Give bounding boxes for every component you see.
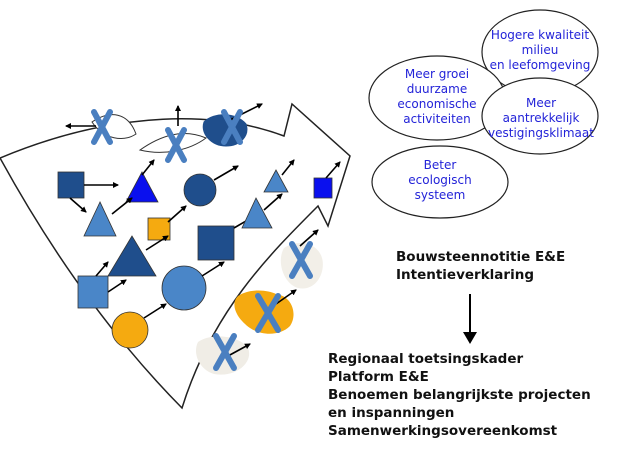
text-block-top: Bouwsteennotitie E&E Intentieverklaring [396, 248, 565, 284]
x-cross-icon [213, 333, 237, 371]
block-bottom-line: Platform E&E [328, 369, 429, 385]
x-cross-icon [255, 293, 281, 333]
ellipse-text-line: Hogere kwaliteit [490, 28, 590, 42]
shape-arrow [201, 261, 225, 277]
blue-triangle-shape [125, 171, 159, 203]
steel-triangle-shape [83, 201, 117, 237]
shape-arrow [143, 303, 167, 319]
navy-circle-shape [183, 173, 217, 207]
ellipse-text-line: en leefomgeving [489, 58, 591, 72]
ellipse-label-meer-groei: Meer groei duurzame economische activite… [385, 67, 489, 127]
shape-arrow [299, 229, 319, 247]
blue-square-shape [313, 177, 333, 199]
shape-arrow [167, 205, 187, 223]
orange-circle-shape [111, 311, 149, 349]
ellipse-text-line: activiteiten [403, 112, 471, 126]
block-bottom-line: Samenwerkingsovereenkomst [328, 423, 558, 439]
x-cross-icon [221, 109, 243, 145]
ellipse-label-beter-ecologisch: Beter ecologisch systeem [392, 158, 488, 203]
ellipse-text-line: Meer [525, 96, 557, 110]
block-top-line: Bouwsteennotitie E&E [396, 249, 566, 265]
navy-square-shape [197, 225, 235, 261]
shape-arrow [69, 197, 87, 213]
navy-triangle-shape [107, 235, 157, 277]
ellipse-label-meer-aantrekkelijk: Meer aantrekkelijk vestigingsklimaat [485, 96, 597, 141]
navy-square-shape [57, 171, 85, 199]
shape-arrow [263, 193, 283, 211]
shape-arrow [281, 159, 295, 176]
ellipse-text-line: duurzame [406, 82, 468, 96]
ellipse-text-line: Meer groei [404, 67, 470, 81]
shape-arrow [213, 165, 239, 181]
block-bottom-line: Regionaal toetsingskader [328, 351, 524, 367]
shape-arrow [111, 197, 133, 215]
x-cross-icon [165, 127, 187, 163]
x-cross-icon [91, 109, 113, 145]
shape-arrow [145, 235, 169, 251]
steel-square-shape [77, 275, 109, 309]
ellipse-text-line: vestigingsklimaat [488, 126, 594, 140]
text-block-bottom: Regionaal toetsingskader Platform E&E Be… [328, 350, 591, 440]
shape-arrow [227, 343, 251, 357]
shape-arrow [141, 159, 155, 176]
steel-circle-shape [161, 265, 207, 311]
down-arrow-head [463, 332, 477, 344]
block-bottom-line: Benoemen belangrijkste projecten [328, 387, 591, 403]
steel-triangle-shape [263, 169, 289, 193]
ellipse-text-line: ecologisch [408, 173, 472, 187]
block-bottom-line: en inspanningen [328, 405, 455, 421]
orange-square-shape [147, 217, 171, 241]
block-top-line: Intentieverklaring [396, 267, 534, 283]
shape-arrow [107, 279, 127, 293]
ellipse-text-line: aantrekkelijk [502, 111, 580, 125]
ellipse-text-line: economische [397, 97, 477, 111]
ellipse-meer-aantrekkelijk [481, 77, 599, 155]
shape-arrow [275, 289, 297, 305]
x-cross-icon [289, 241, 313, 279]
shape-arrow [325, 161, 341, 179]
shape-arrow [95, 261, 109, 277]
steel-triangle-shape [241, 197, 273, 229]
ellipse-text-line: systeem [414, 188, 466, 202]
ellipse-text-line: Beter [423, 158, 457, 172]
ellipse-label-hogere-kwaliteit: Hogere kwaliteit milieu en leefomgeving [485, 28, 595, 73]
ellipse-text-line: milieu [521, 43, 559, 57]
ellipse-beter-ecologisch [371, 145, 509, 219]
